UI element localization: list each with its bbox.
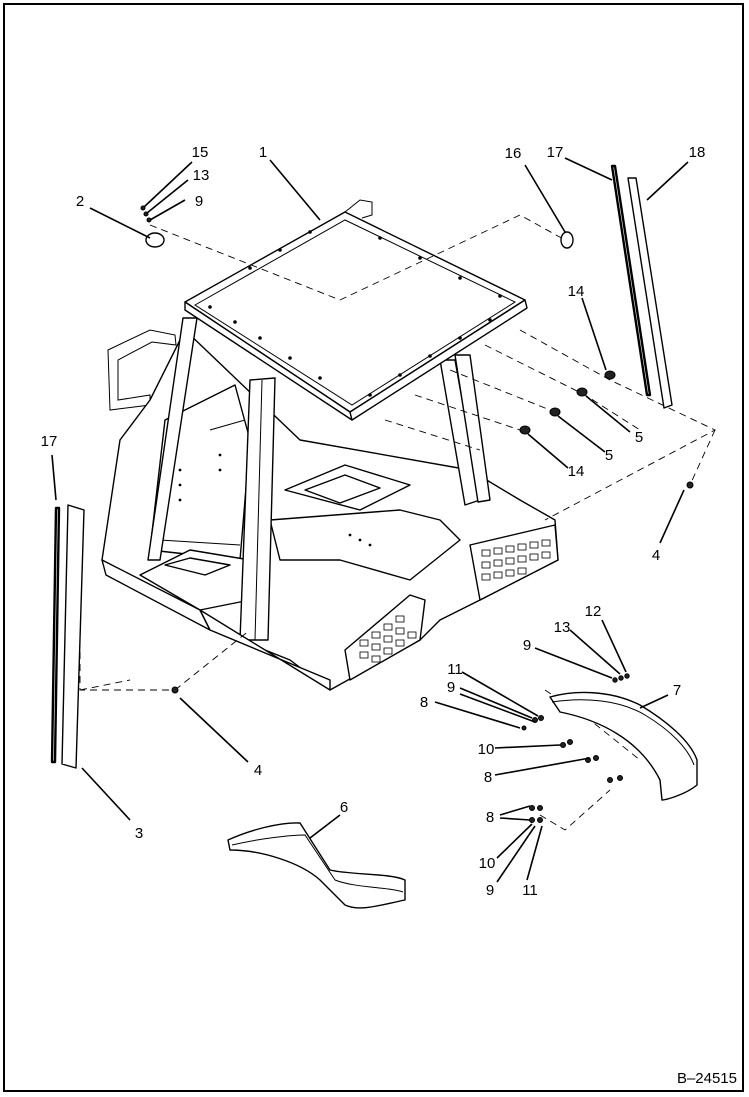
callout-8: 8 — [486, 809, 494, 826]
callout-9: 9 — [486, 882, 494, 899]
callout-6: 6 — [340, 799, 348, 816]
leader-lines — [51, 157, 689, 883]
callout-12: 12 — [585, 603, 602, 620]
callout-9: 9 — [195, 193, 203, 210]
callout-4: 4 — [254, 762, 262, 779]
callout-2: 2 — [76, 193, 84, 210]
assembly-lines — [79, 214, 717, 831]
callout-17: 17 — [547, 144, 564, 161]
callout-1: 1 — [259, 144, 267, 161]
callout-17: 17 — [41, 433, 58, 450]
callout-10: 10 — [478, 741, 495, 758]
callout-16: 16 — [505, 145, 522, 162]
figure-number: B–24515 — [676, 1070, 737, 1087]
callout-13: 13 — [193, 167, 210, 184]
callout-10: 10 — [479, 855, 496, 872]
callout-14: 14 — [568, 283, 585, 300]
callout-8: 8 — [484, 769, 492, 786]
callout-4: 4 — [652, 547, 660, 564]
fenders — [227, 691, 698, 909]
callout-14: 14 — [568, 463, 585, 480]
callout-11: 11 — [447, 661, 463, 678]
trim-strips — [50, 164, 673, 769]
callout-3: 3 — [135, 825, 143, 842]
callout-8: 8 — [420, 694, 428, 711]
callout-9: 9 — [523, 637, 531, 654]
callout-5: 5 — [635, 429, 643, 446]
callout-11: 11 — [522, 882, 538, 899]
callout-13: 13 — [554, 619, 571, 636]
hardware — [140, 205, 694, 823]
callout-18: 18 — [689, 144, 706, 161]
callout-15: 15 — [192, 144, 209, 161]
cab-assembly — [101, 199, 559, 691]
callout-9: 9 — [447, 679, 455, 696]
callout-7: 7 — [673, 682, 681, 699]
callout-5: 5 — [605, 447, 613, 464]
callouts: 1 2 3 4 4 5 5 6 7 8 8 8 9 9 9 9 10 10 11… — [41, 144, 706, 899]
